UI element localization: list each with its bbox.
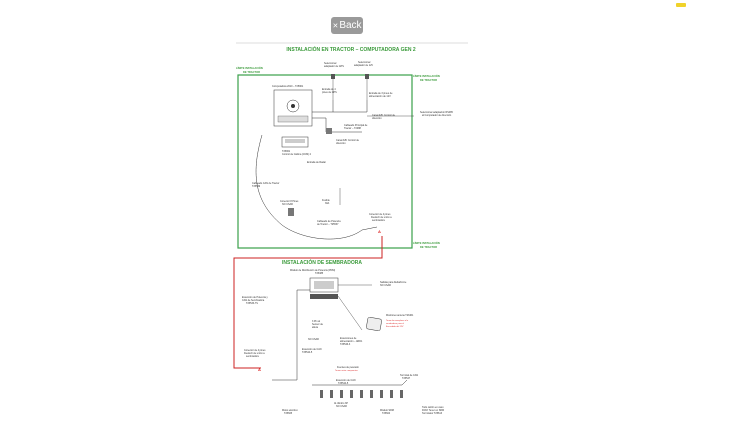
close-icon: ✕ xyxy=(332,22,339,30)
svg-text:T25544-5: T25544-5 xyxy=(338,382,349,385)
svg-text:T25605: T25605 xyxy=(284,412,293,415)
label-radar: Entrada de Radar xyxy=(307,161,326,164)
svg-text:NO USAR: NO USAR xyxy=(336,405,347,408)
svg-text:Entrada de 4: Entrada de 4 xyxy=(322,88,336,91)
svg-text:Sensor de: Sensor de xyxy=(312,323,324,326)
svg-text:Cableado de Potencia: Cableado de Potencia xyxy=(317,220,341,223)
svg-text:NO USAR: NO USAR xyxy=(308,338,319,341)
svg-text:dirección: dirección xyxy=(372,117,382,120)
svg-text:Módulo de Distribución de Pote: Módulo de Distribución de Potencia (PDM) xyxy=(290,269,335,272)
svg-text:Seleccionar: Seleccionar xyxy=(358,61,371,64)
svg-text:sembradora para el: sembradora para el xyxy=(386,322,405,325)
svg-text:al Computador de dirección: al Computador de dirección xyxy=(422,114,452,117)
svg-text:Tomo de reemplazo a la: Tomo de reemplazo a la xyxy=(386,319,409,322)
svg-text:Tractor – T2088: Tractor – T2088 xyxy=(344,127,362,130)
svg-text:T25604: T25604 xyxy=(382,412,391,415)
svg-text:Seleccionar: Seleccionar xyxy=(324,62,337,65)
svg-text:Seleccionar adaptación RS485: Seleccionar adaptación RS485 xyxy=(420,111,453,114)
wiring-diagram: INSTALACIÓN EN TRACTOR – COMPUTADORA GEN… xyxy=(233,42,468,415)
limit-right-top-2: DE TRACTOR xyxy=(420,78,437,82)
svg-text:Extensión de Potencia y: Extensión de Potencia y xyxy=(242,296,268,299)
tractor-boundary xyxy=(237,74,413,249)
svg-text:Deutsch de unión a: Deutsch de unión a xyxy=(244,352,265,355)
svg-text:T25485: T25485 xyxy=(315,272,324,275)
svg-text:T25547: T25547 xyxy=(402,377,411,380)
red-connection-line xyxy=(233,236,383,369)
svg-text:altura: altura xyxy=(312,326,319,329)
svg-text:Canal A/B: Control de: Canal A/B: Control de xyxy=(336,139,360,142)
svg-text:NO USAR: NO USAR xyxy=(282,203,293,206)
svg-text:Conector de 4 pines: Conector de 4 pines xyxy=(244,349,266,352)
svg-text:NO USAR: NO USAR xyxy=(380,284,391,287)
svg-text:Extensión de CAN: Extensión de CAN xyxy=(302,348,322,351)
svg-text:A: A xyxy=(258,367,261,372)
svg-text:dirección: dirección xyxy=(336,142,346,145)
svg-text:Terminator T25613: Terminator T25613 xyxy=(422,412,443,415)
label-ccm-2: Control de Cabina (CCM) 2 xyxy=(282,153,312,156)
svg-text:Módulo SRM: Módulo SRM xyxy=(380,409,394,412)
limit-left-2: DE TRACTOR xyxy=(243,70,260,74)
svg-text:Salidas para Delta/Force: Salidas para Delta/Force xyxy=(380,281,407,284)
limit-right-bottom-1: LÍMITE INSTALACIÓN xyxy=(413,240,440,245)
svg-text:A: A xyxy=(378,229,381,234)
svg-text:Extensión de CAN: Extensión de CAN xyxy=(336,379,356,382)
svg-text:Monitoreo antena T23461: Monitoreo antena T23461 xyxy=(386,314,414,317)
highlight-tab[interactable] xyxy=(676,3,686,7)
svg-text:sembradora: sembradora xyxy=(246,355,259,358)
svg-text:Cableado CAN de Tractor: Cableado CAN de Tractor xyxy=(252,182,280,185)
svg-text:Entrada de 3 pines de: Entrada de 3 pines de xyxy=(369,92,393,95)
svg-text:T25544-5: T25544-5 xyxy=(302,351,313,354)
title-seeder: INSTALACIÓN DE SEMBRADORA xyxy=(282,258,362,266)
svg-text:Conector 8 Pines: Conector 8 Pines xyxy=(280,200,299,203)
document-page: INSTALACIÓN EN TRACTOR – COMPUTADORA GEN… xyxy=(232,40,470,420)
svg-text:Cableado Principal de: Cableado Principal de xyxy=(344,124,368,127)
svg-text:adaptador de GPS: adaptador de GPS xyxy=(324,65,344,68)
svg-text:Todo cañón en caso: Todo cañón en caso xyxy=(422,406,444,409)
svg-text:adaptador de 12V: adaptador de 12V xyxy=(354,64,373,67)
svg-text:Encendido del 12V: Encendido del 12V xyxy=(386,326,404,328)
svg-text:Deutsch de unión a: Deutsch de unión a xyxy=(371,216,392,219)
svg-text:T25549: T25549 xyxy=(252,185,261,188)
svg-text:Extensiones de: Extensiones de xyxy=(340,337,357,340)
svg-text:pines de GPS: pines de GPS xyxy=(322,91,337,94)
svg-text:3 Pin al: 3 Pin al xyxy=(312,320,320,323)
svg-text:alimentación de 12V: alimentación de 12V xyxy=(369,95,391,98)
back-button[interactable]: ✕ Back xyxy=(331,17,363,34)
svg-text:Terminal de CAN: Terminal de CAN xyxy=(400,374,418,377)
svg-text:Canal A/B: Control de: Canal A/B: Control de xyxy=(372,114,396,117)
svg-text:Fuentes de pescado: Fuentes de pescado xyxy=(337,366,359,369)
svg-text:Al cilindro 3P: Al cilindro 3P xyxy=(334,402,348,405)
title-tractor: INSTALACIÓN EN TRACTOR – COMPUTADORA GEN… xyxy=(286,45,415,53)
svg-text:Motor eléctrico: Motor eléctrico xyxy=(282,409,298,412)
limit-right-bottom-2: DE TRACTOR xyxy=(420,245,437,249)
svg-text:30A: 30A xyxy=(325,202,330,205)
limit-left-1: LÍMITE INSTALACIÓN xyxy=(236,65,263,70)
svg-text:CAN de Sembradora: CAN de Sembradora xyxy=(242,299,265,302)
svg-text:sembradora: sembradora xyxy=(372,219,385,222)
label-ccm-1: T25961 xyxy=(282,150,291,153)
svg-text:alimentación – ARD1: alimentación – ARD1 xyxy=(340,340,363,343)
label-computadora: Computadora 2010 – T25961 xyxy=(272,85,304,88)
svg-text:T25546-3: T25546-3 xyxy=(340,343,351,346)
svg-text:Tornar entre compuertas: Tornar entre compuertas xyxy=(335,369,358,372)
svg-text:de Tractor – T25537: de Tractor – T25537 xyxy=(317,223,339,226)
limit-right-top-1: LÍMITE INSTALACIÓN xyxy=(413,73,440,78)
svg-text:Conector de 4 pines: Conector de 4 pines xyxy=(369,213,391,216)
svg-text:T25533-7S: T25533-7S xyxy=(246,302,258,305)
svg-text:Fusible: Fusible xyxy=(322,199,330,202)
back-button-label: Back xyxy=(339,20,362,31)
svg-text:DCM: Tener un SRM: DCM: Tener un SRM xyxy=(422,409,444,412)
